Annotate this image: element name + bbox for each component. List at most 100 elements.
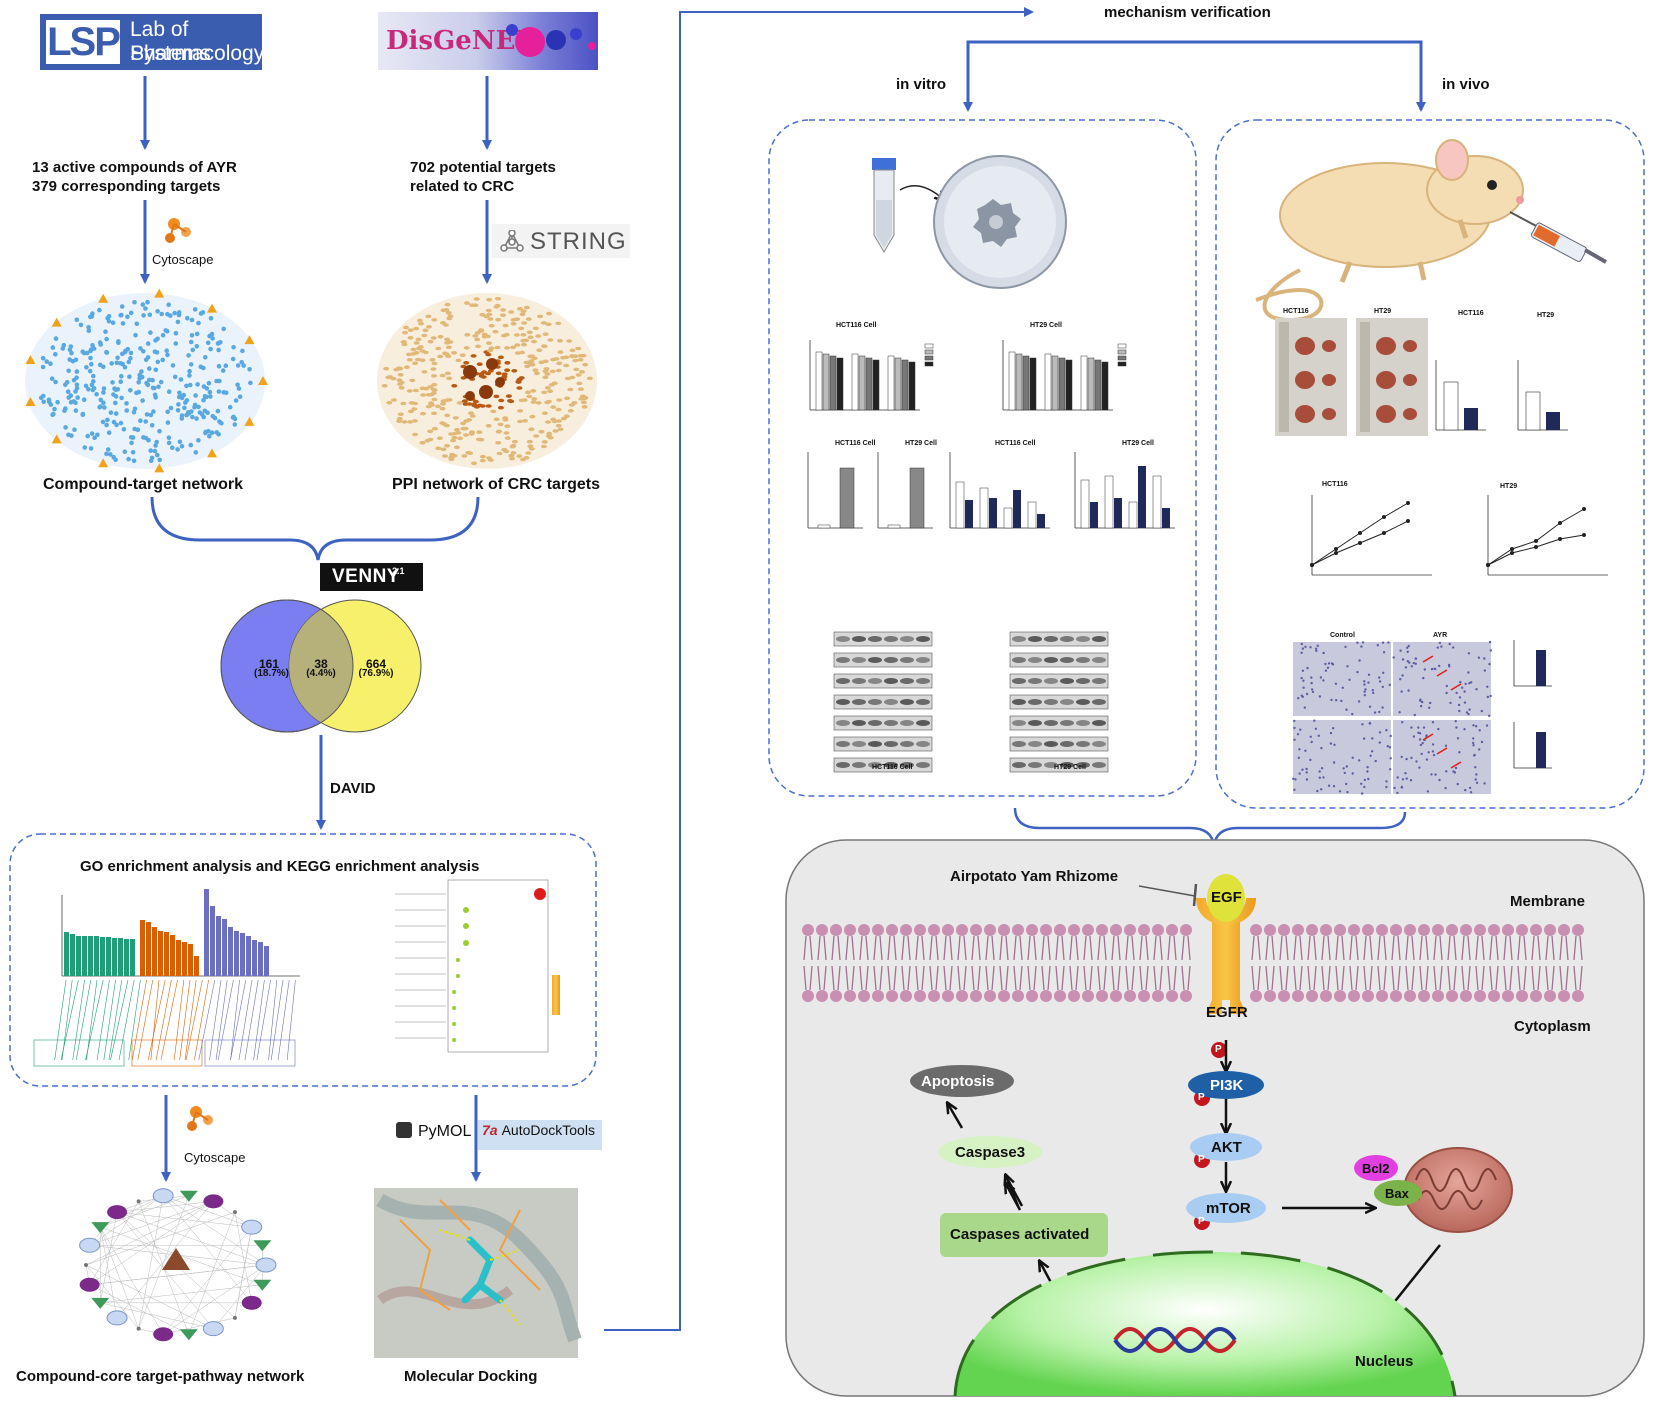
network-node — [143, 306, 148, 311]
go-term-label-line — [215, 979, 228, 1061]
ihc-cell — [1417, 731, 1420, 734]
lipid-head — [802, 924, 814, 936]
network-node — [189, 317, 195, 323]
ppi-node — [451, 435, 458, 440]
go-term-label-line — [230, 979, 240, 1061]
ppi-node — [494, 345, 501, 350]
network-node — [194, 344, 200, 349]
network-node — [176, 402, 181, 407]
ppi-node — [471, 461, 477, 466]
ppi-node — [472, 334, 479, 338]
ihc-cell — [1293, 788, 1296, 791]
network-node — [177, 394, 183, 399]
venn-left-label: 161 (18.7%) — [254, 658, 289, 679]
ihc-cell — [1474, 778, 1477, 781]
ppi-node — [556, 419, 562, 423]
ppi-hub — [495, 377, 505, 387]
network-node — [227, 404, 233, 410]
ppi-node — [517, 419, 524, 424]
ppi-node — [469, 303, 475, 308]
ppi-node — [431, 382, 438, 387]
tumor-sample — [1322, 408, 1336, 420]
go-term-label-line — [110, 979, 129, 1061]
lipid-tail — [1517, 935, 1527, 991]
network-node — [101, 386, 107, 391]
ppi-node — [413, 341, 420, 345]
ppi-node — [463, 361, 470, 365]
ihc-cell — [1399, 678, 1402, 681]
western-blot-band — [836, 657, 850, 663]
ihc-cell — [1370, 750, 1374, 753]
ihc-cell — [1381, 641, 1385, 644]
network-node — [74, 317, 80, 323]
network-node — [186, 410, 191, 415]
ihc-cell — [1374, 759, 1377, 763]
lipid-tail — [1251, 935, 1261, 991]
compound-node — [25, 397, 36, 407]
ihc-image — [1293, 642, 1391, 716]
network-node — [127, 374, 132, 380]
vitro-bar — [901, 359, 909, 411]
ihc-cell — [1472, 737, 1475, 740]
ppi-node — [518, 398, 525, 403]
vivo-b-title: HT29 — [1374, 308, 1392, 315]
ihc-cell — [1376, 644, 1380, 647]
western-blot-band — [916, 720, 930, 726]
ppi-node — [435, 446, 442, 451]
network-node — [148, 448, 153, 453]
ihc-cell — [1480, 740, 1484, 744]
ppi-hub — [465, 391, 475, 401]
network-node — [86, 325, 91, 330]
network-node — [153, 443, 158, 448]
network-node — [90, 311, 95, 316]
tumor-sample — [1376, 371, 1396, 389]
lipid-head — [1418, 990, 1430, 1002]
ihc-cell — [1401, 674, 1404, 677]
ppi-node — [571, 401, 578, 405]
network-node — [181, 392, 186, 398]
network-node — [187, 368, 192, 374]
ihc-cell — [1322, 651, 1325, 655]
network-node — [122, 449, 128, 455]
in-vivo-label: in vivo — [1442, 76, 1490, 93]
vivo-point — [1510, 547, 1514, 551]
ppi-node — [445, 339, 452, 344]
network-node — [176, 310, 182, 315]
ppi-node — [425, 314, 432, 319]
ihc-cell — [1299, 728, 1302, 731]
vitro-bar — [1080, 479, 1090, 529]
core-target-node — [106, 1310, 128, 1326]
ihc-cell — [1314, 727, 1318, 730]
go-term-label-line — [147, 979, 166, 1061]
ppi-node — [509, 456, 515, 461]
western-blot-band — [852, 762, 866, 768]
lipid-head — [1292, 990, 1304, 1002]
go-bar — [164, 932, 169, 976]
network-node — [113, 400, 118, 406]
ppi-node — [494, 303, 501, 308]
vitro-a-title: HCT116 Cell — [836, 322, 877, 329]
ppi-node — [504, 361, 511, 365]
lipid-head — [872, 924, 884, 936]
network-node — [188, 362, 194, 367]
ihc-cell — [1310, 676, 1313, 679]
vitro-bar — [815, 351, 823, 411]
ppi-node — [542, 359, 549, 364]
western-blot-band — [1076, 741, 1090, 747]
lsp-logo-mark: LSP — [46, 20, 121, 64]
pi3k-label: PI3K — [1210, 1077, 1244, 1094]
western-blot-band — [884, 762, 898, 768]
ppi-node — [425, 404, 432, 409]
ihc-cell — [1345, 765, 1349, 768]
ihc-cell — [1414, 657, 1418, 660]
ihc-cell — [1473, 754, 1476, 757]
ihc-cell — [1304, 645, 1307, 648]
lipid-head — [1474, 990, 1486, 1002]
vitro-bar — [1013, 490, 1021, 528]
ppi-node — [487, 369, 494, 373]
network-node — [194, 331, 200, 337]
network-node — [68, 393, 74, 398]
go-bar — [182, 942, 187, 976]
compound-node — [258, 376, 268, 385]
go-bar — [118, 938, 123, 976]
